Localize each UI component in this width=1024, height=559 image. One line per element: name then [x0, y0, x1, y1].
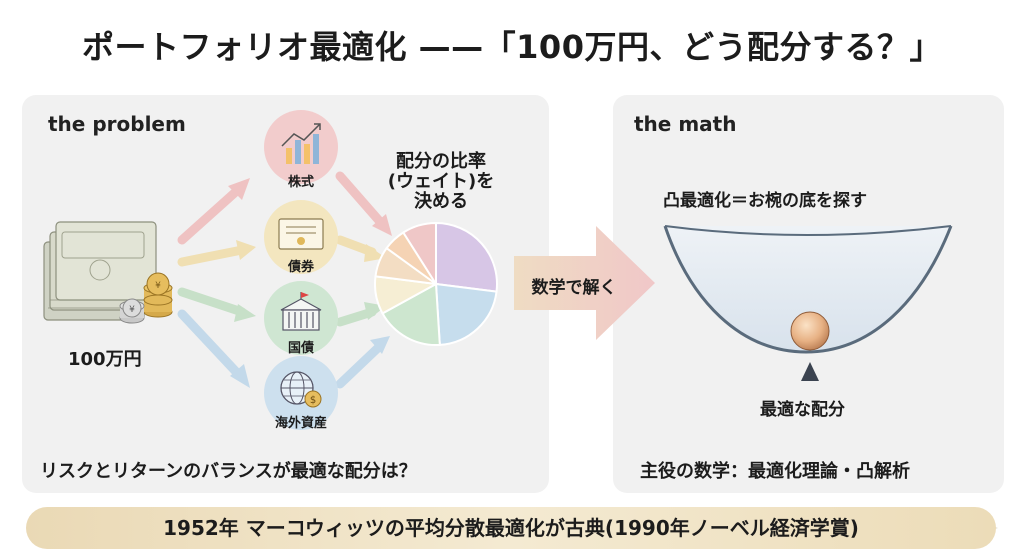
history-banner: 1952年 マーコウィッツの平均分散最適化が古典(1990年ノーベル経済学賞) [26, 507, 996, 549]
ratio-label: 配分の比率 (ウェイト)を 決める [361, 152, 521, 212]
convex-bowl-icon [663, 225, 953, 354]
banknote-stack-icon [43, 221, 157, 321]
ratio-label-line-1: 配分の比率 [396, 151, 486, 172]
math-caption: 主役の数学：最適化理論・凸解析 [640, 461, 910, 482]
problem-heading: the problem [48, 112, 186, 136]
svg-text:¥: ¥ [129, 305, 135, 315]
pie-slice-green [381, 282, 441, 346]
money-label: 100万円 [68, 349, 142, 370]
pie-slice-blue [434, 282, 498, 346]
optimum-label: 最適な配分 [760, 400, 845, 420]
pie-slice-purple [435, 221, 498, 293]
svg-text:$: $ [310, 395, 316, 406]
asset-label-foreign: 海外資産 [274, 416, 327, 431]
problem-caption: リスクとリターンのバランスが最適な配分は？ [40, 461, 417, 482]
ratio-label-line-3: 決める [414, 191, 468, 212]
ratio-label-line-2: (ウェイト)を [387, 171, 495, 192]
government-building-icon [280, 292, 322, 331]
allocation-arrows [177, 178, 256, 388]
asset-label-bonds: 債券 [287, 260, 314, 275]
math-heading: the math [634, 112, 737, 136]
certificate-icon [278, 218, 324, 250]
arrow-to-bonds [177, 245, 247, 267]
stock-chart-icon [281, 123, 321, 164]
asset-label-govbonds: 国債 [287, 341, 314, 356]
svg-text:¥: ¥ [155, 281, 161, 291]
ball-icon [790, 311, 830, 351]
globe-dollar-icon: $ [280, 371, 322, 408]
pie-slice-pink [401, 221, 437, 288]
asset-label-stocks: 株式 [287, 175, 314, 190]
optimum-pointer-icon [801, 362, 819, 381]
math-subtitle: 凸最適化＝お椀の底を探す [663, 191, 867, 211]
page-title: ポートフォリオ最適化 ——「100万円、どう配分する？」 [82, 28, 942, 66]
arrow-to-stocks [177, 183, 245, 245]
solve-arrow-label: 数学で解く [531, 278, 617, 298]
arrow-to-foreign [177, 309, 245, 381]
asset-to-pie-arrows [335, 171, 392, 389]
solve-arrow [514, 226, 655, 340]
coin-stack-icon: ¥ ¥ [119, 272, 173, 324]
allocation-pie-chart [374, 221, 498, 346]
arrow-to-govbonds [177, 287, 247, 317]
